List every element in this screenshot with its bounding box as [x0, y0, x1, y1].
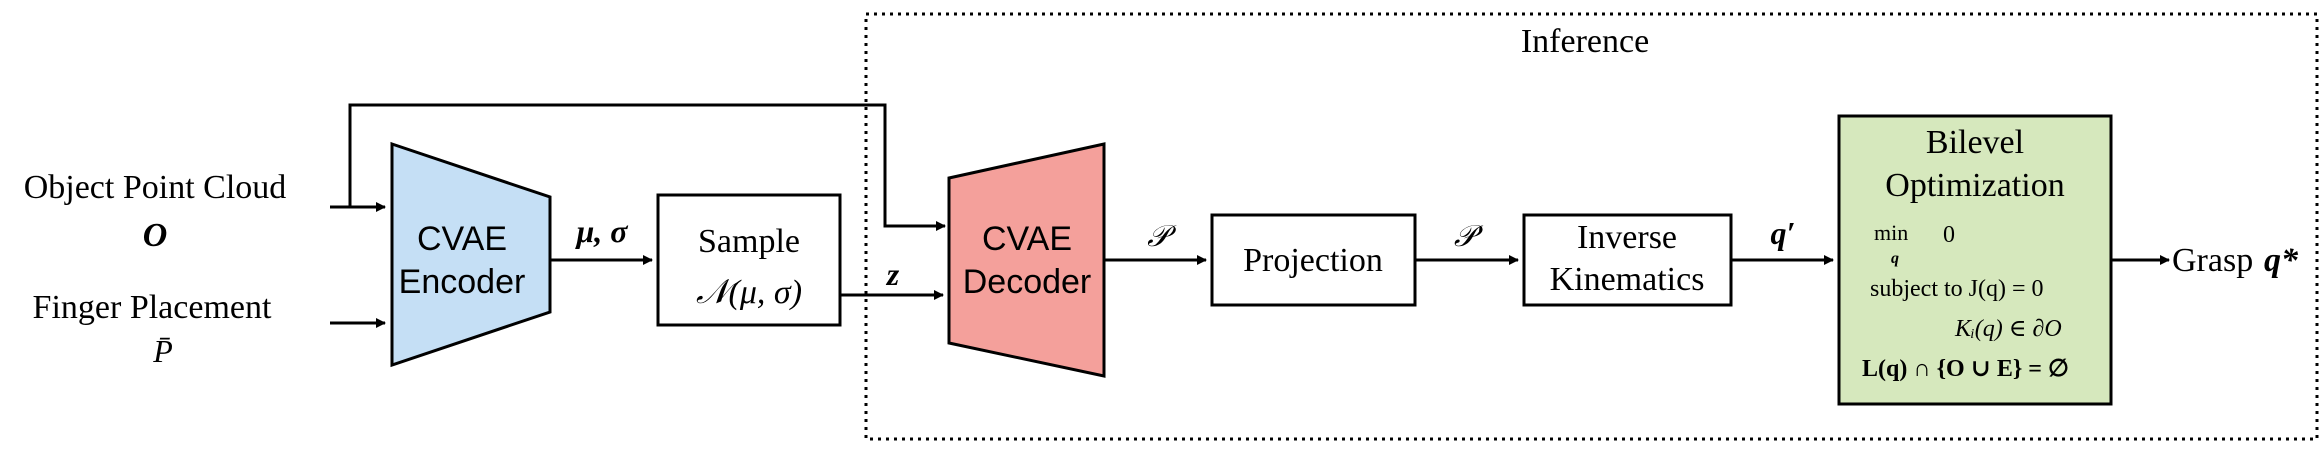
decoder-label-line2: Decoder [963, 263, 1092, 301]
grasp-label: Grasp [2172, 242, 2253, 279]
ik-label-line2: Kinematics [1550, 261, 1705, 298]
projection-label: Projection [1243, 242, 1383, 279]
finger-placement-symbol: P̄ [152, 333, 173, 369]
inverse-kinematics-block [1522, 213, 1733, 307]
inference-label: Inference [1521, 23, 1649, 60]
sample-label: Sample [698, 223, 800, 260]
bilevel-optimization-block [1837, 114, 2113, 406]
grasp-symbol: q* [2264, 242, 2299, 279]
finger-placement-label: Finger Placement [33, 289, 272, 326]
object-point-cloud-label: Object Point Cloud [24, 169, 287, 206]
constraint-jacobian: subject to J(q) = 0 [1870, 276, 2044, 302]
min-objective-value: 0 [1943, 222, 1955, 248]
q-prime-label: q′ [1771, 215, 1796, 251]
min-operator: min [1874, 220, 1908, 245]
constraint-collision: L(q) ∩ {O ∪ E} = ∅ [1862, 356, 2069, 382]
object-symbol: O [143, 217, 168, 254]
cvae-encoder-block [390, 141, 552, 368]
sample-block [656, 193, 842, 327]
object-to-decoder-arrow [348, 103, 946, 231]
p-label: 𝒫 [1147, 220, 1177, 253]
normal-distribution-label: 𝒩(μ, σ) [696, 274, 802, 311]
mu-sigma-label: μ, σ [574, 213, 628, 249]
constraint-contact: Kᵢ(q) ∈ ∂O [1954, 316, 2062, 342]
min-subscript: q [1891, 250, 1899, 267]
encoder-label-line2: Encoder [399, 263, 526, 301]
ik-label-line1: Inverse [1577, 219, 1677, 256]
cvae-decoder-block [947, 142, 1106, 378]
optimization-title-line2: Optimization [1885, 167, 2064, 204]
projection-block [1210, 213, 1417, 307]
decoder-label-line1: CVAE [982, 220, 1072, 258]
optimization-title-line1: Bilevel [1926, 124, 2024, 161]
p-prime-label: 𝒫′ [1454, 220, 1484, 253]
encoder-label-line1: CVAE [417, 220, 507, 258]
latent-z-label: z [886, 256, 900, 292]
inference-region [864, 12, 2319, 441]
